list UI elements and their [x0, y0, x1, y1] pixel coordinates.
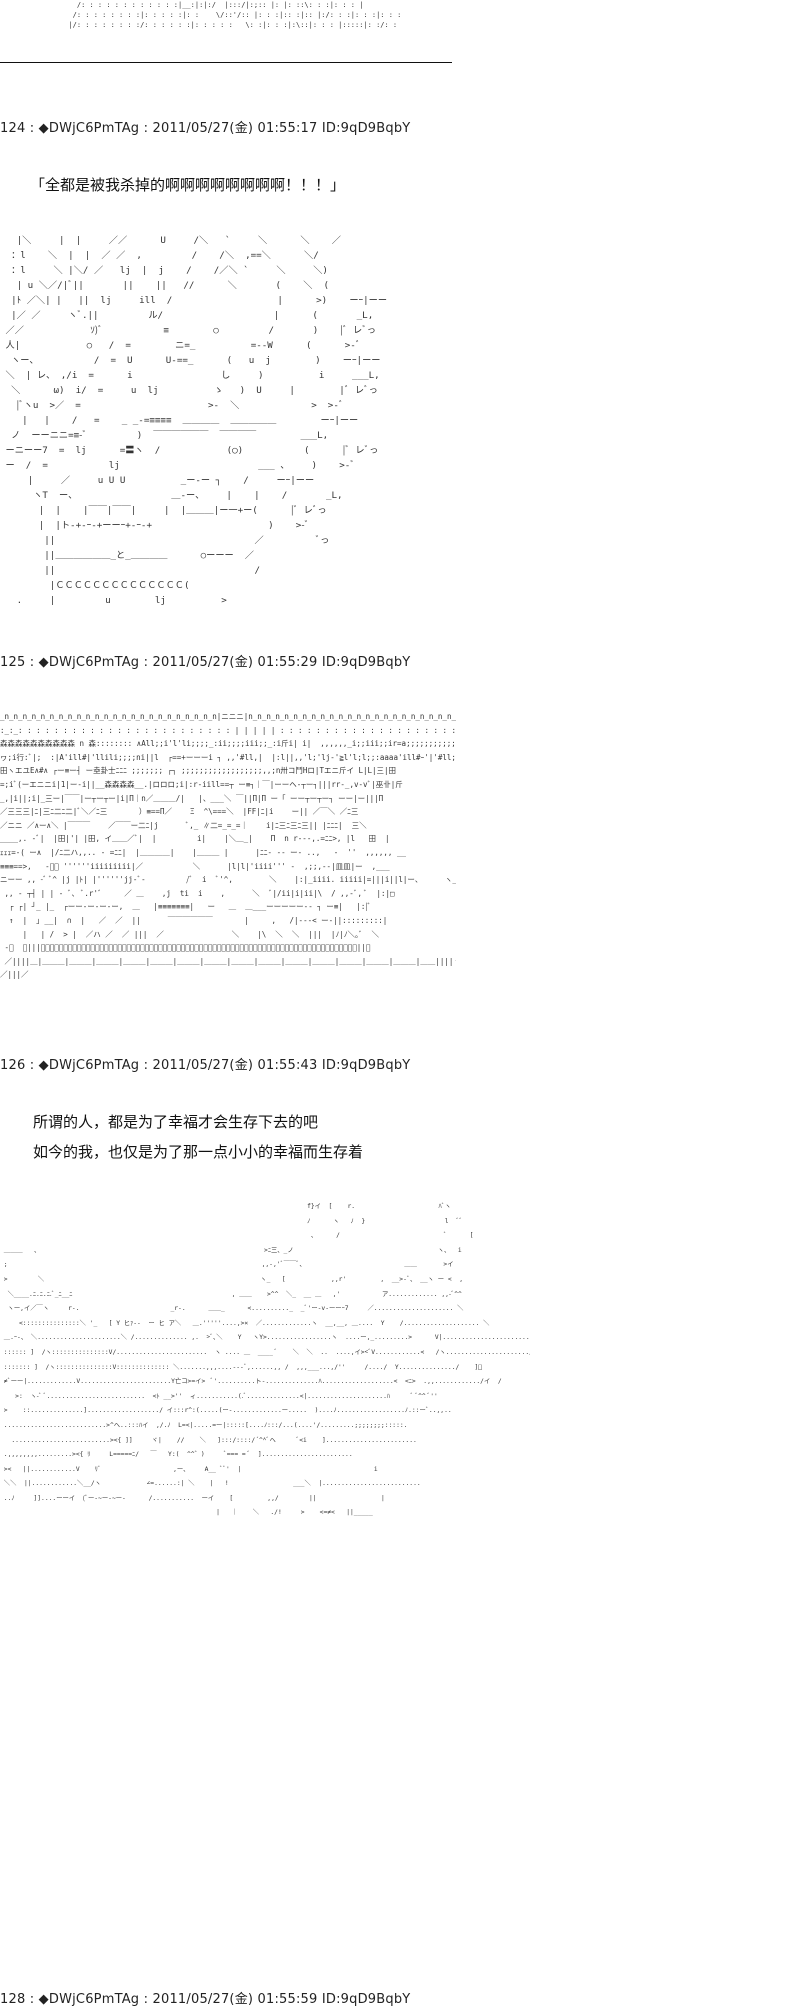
- post-text: 「全都是被我杀掉的啊啊啊啊啊啊啊啊！！！」: [30, 176, 346, 194]
- ascii-art-face: |＼ | | ／／ U /＼ ` ＼ ＼ ／ ：l ＼ | | ／ ／ , / …: [5, 235, 388, 606]
- post-text: 如今的我，也仅是为了那一点小小的幸福而生存着: [33, 1143, 364, 1161]
- ascii-art-castle: _n_n_n_n_n_n_n_n_n_n_n_n_n_n_n_n_n_n_n_n…: [0, 712, 456, 980]
- post-header: 124 : ◆DWjC6PmTAg : 2011/05/27(金) 01:55:…: [0, 121, 411, 136]
- post-header: 128 : ◆DWjC6PmTAg : 2011/05/27(金) 01:55:…: [0, 1992, 411, 2007]
- ascii-art-crowd: f}イ [ r. ﾊﾞヽ ﾉ ヽ ﾉ } l ﾞﾞ: [3, 1203, 530, 1517]
- post-text: 所谓的人，都是为了幸福才会生存下去的吧: [33, 1113, 319, 1131]
- divider: [0, 62, 452, 63]
- post-header: 125 : ◆DWjC6PmTAg : 2011/05/27(金) 01:55:…: [0, 655, 411, 670]
- ascii-art-top: /: : : : : : : : : : : :|__:|:|:/ |:::/|…: [68, 1, 400, 29]
- post-header: 126 : ◆DWjC6PmTAg : 2011/05/27(金) 01:55:…: [0, 1058, 411, 1073]
